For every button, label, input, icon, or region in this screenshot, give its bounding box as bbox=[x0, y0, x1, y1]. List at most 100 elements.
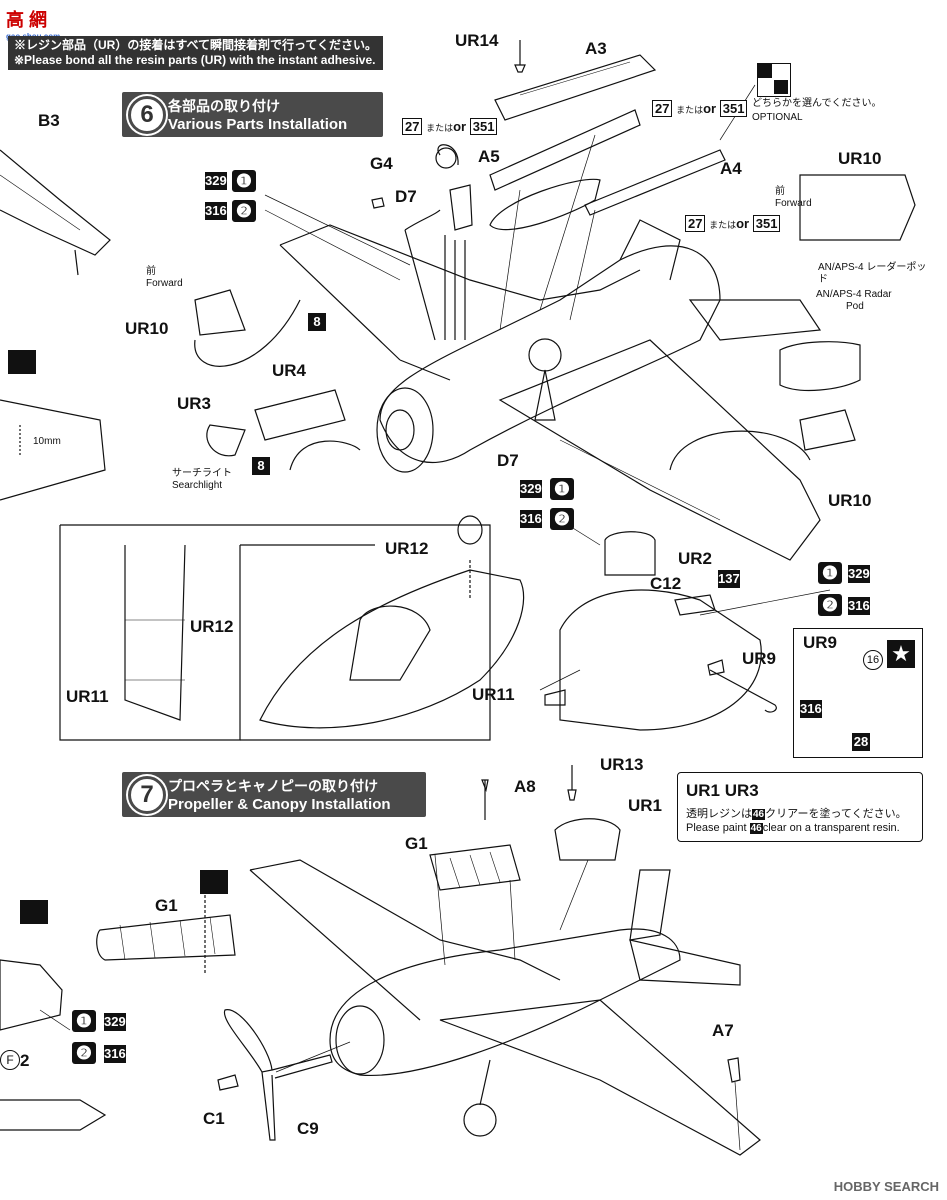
part-a3: A3 bbox=[585, 39, 607, 58]
step-7-title-ja: プロペラとキャノピーの取り付け bbox=[168, 778, 378, 794]
paint-316-ur9: 316 bbox=[800, 700, 822, 718]
paint-316-b: 316 bbox=[520, 510, 542, 528]
part-ur9: UR9 bbox=[742, 649, 777, 668]
info-en-c: clear on a transparent resin. bbox=[762, 822, 900, 834]
part-d7-upper: D7 bbox=[395, 187, 417, 206]
paint-27: 27 bbox=[402, 118, 423, 135]
part-ur14: UR14 bbox=[455, 31, 499, 50]
paint-329d: 329 bbox=[104, 1013, 126, 1031]
part-ur3: UR3 bbox=[177, 394, 212, 413]
paint-351: 351 bbox=[469, 118, 498, 135]
star-icon: ★ bbox=[887, 640, 915, 668]
searchlight-en: Searchlight bbox=[172, 480, 223, 491]
part-c1: C1 bbox=[203, 1109, 225, 1128]
direction-marker-icon bbox=[200, 870, 228, 894]
paint-or: or bbox=[453, 119, 467, 134]
part-d7-lower: D7 bbox=[497, 451, 519, 470]
part-f2: 2 bbox=[20, 1051, 30, 1070]
paint-351: 351 bbox=[752, 215, 781, 232]
step-ref-8-lower: 8 bbox=[252, 457, 270, 475]
ur9-box-label: UR9 bbox=[803, 633, 838, 652]
part-ur2: UR2 bbox=[678, 549, 713, 568]
paint-137: 137 bbox=[718, 570, 740, 588]
step-6-number: 6 bbox=[128, 95, 166, 134]
paint-mata: または bbox=[676, 105, 704, 115]
forward-en-right: Forward bbox=[775, 198, 812, 209]
info-line-en: Please paint 46clear on a transparent re… bbox=[686, 822, 900, 834]
forward-en-left: Forward bbox=[146, 278, 183, 289]
forward-ja-left: 前 bbox=[146, 266, 156, 277]
part-ur10-left: UR10 bbox=[125, 319, 169, 338]
part-ur1: UR1 bbox=[628, 796, 663, 815]
direction-marker-icon-left bbox=[20, 900, 48, 924]
info-ja-paint: 46 bbox=[752, 809, 766, 820]
paint-316c: 316 bbox=[848, 597, 870, 615]
paint-27-351-c: 27 またはor 351 bbox=[685, 215, 781, 232]
part-ur13: UR13 bbox=[600, 755, 644, 774]
step-7-title-en: Propeller & Canopy Installation bbox=[168, 796, 391, 813]
paint-circled-16: 16 bbox=[863, 650, 883, 670]
part-g1-flat: G1 bbox=[155, 896, 178, 915]
paint-329c: 329 bbox=[848, 565, 870, 583]
part-a8: A8 bbox=[514, 777, 536, 796]
part-c12: C12 bbox=[650, 574, 682, 593]
paint-27-351-b: 27 またはor 351 bbox=[652, 100, 748, 117]
paint-step-2: ❷ bbox=[232, 200, 256, 222]
notice-en: ※Please bond all the resin parts (UR) wi… bbox=[14, 53, 376, 67]
paint-step-1: ❶ bbox=[232, 170, 256, 192]
paint-351: 351 bbox=[719, 100, 748, 117]
resin-notice: ※レジン部品（UR）の接着はすべて瞬間接着剤で行ってください。※Please b… bbox=[8, 36, 384, 70]
paint-329b: 329 bbox=[520, 480, 542, 498]
part-ur10-top: UR10 bbox=[838, 149, 882, 168]
part-ur12-top: UR12 bbox=[385, 539, 429, 558]
info-title: UR1 UR3 bbox=[686, 781, 759, 800]
radar-pod-en2: Pod bbox=[846, 301, 864, 312]
paint-step-1c: ❶ bbox=[818, 562, 842, 584]
paint-step-1d: ❶ bbox=[72, 1010, 96, 1032]
part-ur11: UR11 bbox=[472, 685, 515, 704]
step-6-title-en: Various Parts Installation bbox=[168, 116, 348, 133]
info-en-a: Please paint bbox=[686, 822, 750, 834]
optional-flag-icon bbox=[757, 63, 791, 97]
part-f-circle: F bbox=[0, 1050, 20, 1070]
part-ur4: UR4 bbox=[272, 361, 307, 380]
optional-ja: どちらかを選んでください。 bbox=[752, 98, 882, 109]
step-6-banner: 6 各部品の取り付け Various Parts Installation bbox=[122, 92, 383, 137]
paint-or: or bbox=[736, 216, 750, 231]
forward-ja-right: 前 bbox=[775, 186, 785, 197]
part-a7: A7 bbox=[712, 1021, 734, 1040]
paint-28: 28 bbox=[852, 733, 870, 751]
part-ur10-right: UR10 bbox=[828, 491, 872, 510]
paint-329: 329 bbox=[205, 172, 227, 190]
radar-pod-ja: AN/APS-4 レーダーポッド bbox=[818, 262, 927, 285]
info-ja-a: 透明レジンは bbox=[686, 808, 752, 820]
step-7-number: 7 bbox=[128, 775, 166, 814]
paint-step-2b: ❷ bbox=[550, 508, 574, 530]
paint-27: 27 bbox=[685, 215, 706, 232]
part-a4: A4 bbox=[720, 159, 742, 178]
radar-pod-en1: AN/APS-4 Radar bbox=[816, 289, 892, 300]
step-7-banner: 7 プロペラとキャノピーの取り付け Propeller & Canopy Ins… bbox=[122, 772, 426, 817]
notice-ja: ※レジン部品（UR）の接着はすべて瞬間接着剤で行ってください。 bbox=[14, 38, 378, 52]
step-6-title-ja: 各部品の取り付け bbox=[168, 98, 280, 114]
paint-step-2c: ❷ bbox=[818, 594, 842, 616]
paint-step-2d: ❷ bbox=[72, 1042, 96, 1064]
paint-316d: 316 bbox=[104, 1045, 126, 1063]
position-marker-icon bbox=[8, 350, 36, 374]
logo-text: 高 網 bbox=[6, 10, 48, 30]
paint-27: 27 bbox=[652, 100, 673, 117]
info-line-ja: 透明レジンは46クリアーを塗ってください。 bbox=[686, 805, 907, 821]
part-g1: G1 bbox=[405, 834, 428, 853]
part-c9: C9 bbox=[297, 1119, 319, 1138]
paint-step-1b: ❶ bbox=[550, 478, 574, 500]
part-g4: G4 bbox=[370, 154, 393, 173]
searchlight-ja: サーチライト bbox=[172, 468, 232, 479]
paint-27-351-a: 27 またはor 351 bbox=[402, 118, 498, 135]
paint-mata: または bbox=[709, 220, 737, 230]
info-en-paint: 46 bbox=[749, 823, 763, 834]
info-ja-c: クリアーを塗ってください。 bbox=[765, 808, 907, 820]
paint-or: or bbox=[703, 101, 717, 116]
part-ur12-detail: UR12 bbox=[190, 617, 234, 636]
part-a5: A5 bbox=[478, 147, 500, 166]
